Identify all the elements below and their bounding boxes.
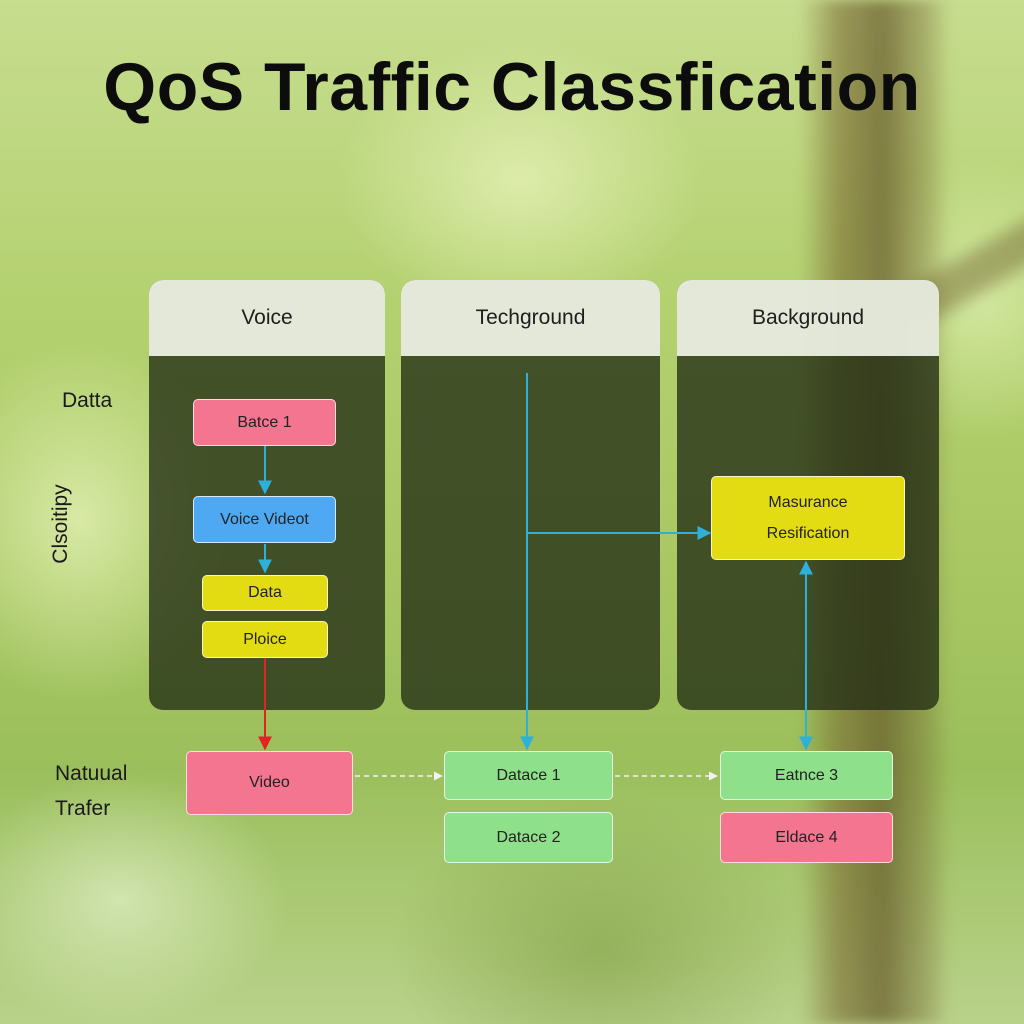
node-datace-2: Datace 2 [444, 812, 613, 863]
column-header-voice: Voice [149, 280, 385, 356]
side-label-natuual: Natuual [55, 762, 128, 785]
node-batce-1: Batce 1 [193, 399, 336, 446]
node-eatnce-3: Eatnce 3 [720, 751, 893, 800]
column-header-techground: Techground [401, 280, 660, 356]
side-label-datta: Datta [62, 389, 113, 412]
node-masurance-line1: Masurance [768, 494, 848, 511]
node-voice-videot: Voice Videot [193, 496, 336, 543]
diagram-title: QoS Traffic Classfication [103, 49, 921, 125]
side-label-clsoitipy: Clsoitipy [49, 484, 72, 564]
column-techground: Techground [401, 280, 660, 710]
node-ploice: Ploice [202, 621, 328, 658]
node-masurance-line2: Resification [766, 525, 850, 542]
column-header-background: Background [677, 280, 939, 356]
node-video: Video [186, 751, 353, 815]
node-data: Data [202, 575, 328, 611]
node-masurance-resification: Masurance Resification [711, 476, 905, 560]
node-eldace-4: Eldace 4 [720, 812, 893, 863]
side-label-trafer: Trafer [55, 797, 111, 820]
node-datace-1: Datace 1 [444, 751, 613, 800]
